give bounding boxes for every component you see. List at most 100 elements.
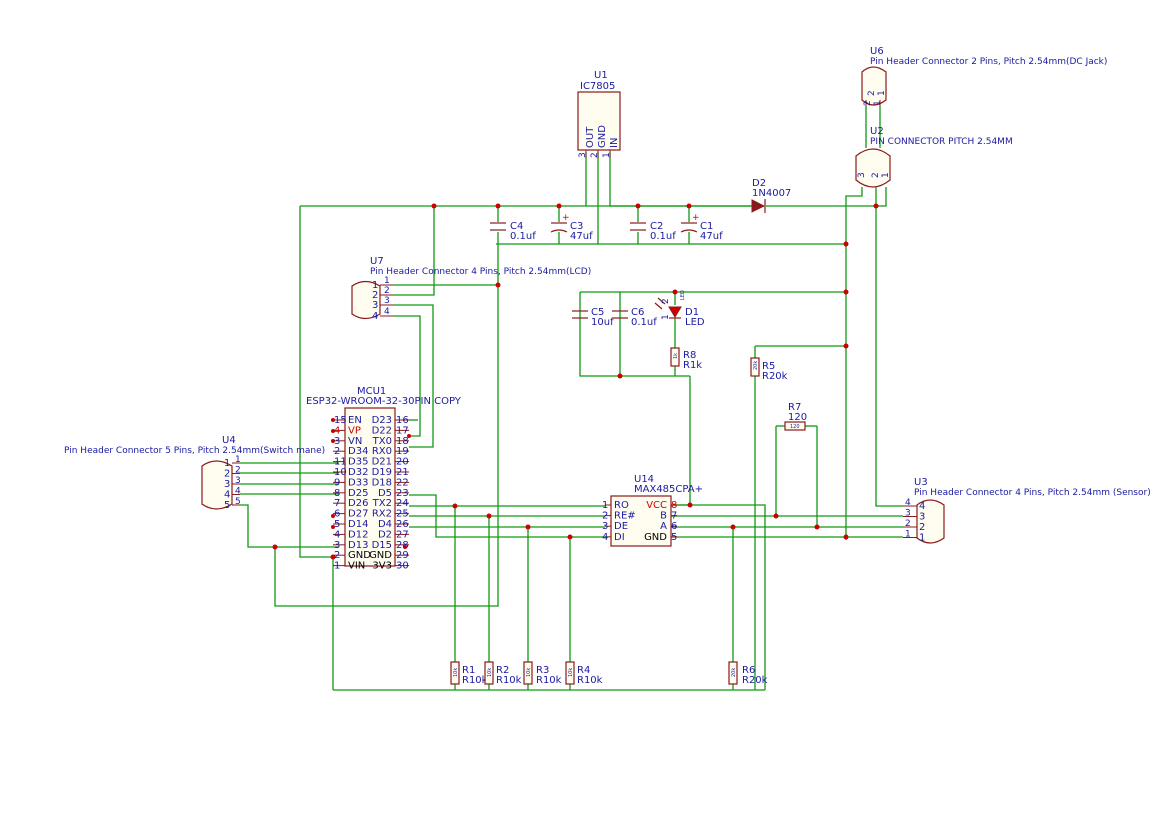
u14-left-pin-name: DE: [614, 521, 628, 532]
u14-left-pin-num: 4: [602, 532, 608, 543]
capacitor-c3[interactable]: + C3 47uf: [550, 213, 593, 242]
mcu-right-pin-name: D2: [378, 529, 392, 540]
u6-value: Pin Header Connector 2 Pins, Pitch 2.54m…: [870, 57, 1107, 67]
u6-pin1-num: 1: [873, 100, 883, 106]
u3-pin-num: 1: [905, 530, 911, 540]
u14-left-pin-name: RE#: [614, 511, 636, 522]
c1-value: 47uf: [700, 231, 723, 242]
resistor-r5[interactable]: 20k R5 R20k: [750, 357, 788, 382]
c5-value: 10uf: [591, 317, 614, 328]
mcu-right-pin-num: 22: [396, 477, 409, 488]
u1-pin-in: IN: [609, 138, 620, 148]
u3-pin-num: 3: [905, 509, 911, 519]
u4-pin-num: 2: [235, 466, 241, 476]
mcu-left-pin-num: 2: [334, 446, 340, 457]
mcu-left-pin-name: D13: [348, 540, 368, 551]
u14-left-pin-num: 1: [602, 500, 608, 511]
u4-value: Pin Header Connector 5 Pins, Pitch 2.54m…: [64, 446, 325, 456]
u7-pin-3-r: 3: [384, 296, 390, 306]
wires: [240, 106, 903, 691]
u3-pin-label: 3: [919, 512, 925, 523]
r4-body: 10k: [568, 668, 574, 677]
u2-pin2: 2: [871, 172, 881, 178]
r5-body: 20k: [753, 361, 759, 370]
mcu-right-pin-name: D19: [372, 467, 392, 478]
u1-pin-out: OUT: [585, 126, 596, 148]
mcu-right-pin-name: D21: [372, 457, 392, 468]
regulator-u1[interactable]: U1 IC7805 OUT GND IN 3 2 1: [577, 70, 621, 158]
mcu-left-pin-num: 11: [334, 457, 347, 468]
resistor-r8[interactable]: 1k R8 R1k: [670, 347, 702, 371]
u1-pin-gnd: GND: [597, 125, 608, 148]
u1-pin2-num: 2: [590, 152, 600, 158]
r2-body: 10k: [487, 668, 493, 677]
u6-pin2: 2: [867, 90, 877, 96]
u4-pin-label: 2: [224, 469, 230, 480]
u4-pin-label: 3: [224, 479, 230, 490]
resistor-r7[interactable]: 120 R7 120: [784, 402, 807, 431]
resistor-r4[interactable]: 10k R4 R10k: [565, 661, 603, 686]
r2-value: R10k: [496, 675, 522, 686]
mcu-right-pin-num: 23: [396, 488, 409, 499]
mcu-left-pin-name: VN: [348, 436, 362, 447]
connector-u7[interactable]: U7 Pin Header Connector 4 Pins, Pitch 2.…: [351, 256, 591, 322]
connector-u6[interactable]: U6 Pin Header Connector 2 Pins, Pitch 2.…: [861, 46, 1107, 106]
u7-pin-4-l: 4: [372, 311, 378, 322]
u7-pin-1-r: 1: [384, 276, 390, 286]
u4-pin-num: 5: [235, 497, 241, 507]
capacitor-c4[interactable]: C4 0.1uf: [490, 221, 536, 242]
mcu-left-pin-num: 1: [334, 561, 340, 572]
resistor-r1[interactable]: 10k R1 R10k: [450, 661, 488, 686]
connector-u3[interactable]: U3 Pin Header Connector 4 Pins, Pitch 2.…: [903, 477, 1151, 544]
resistor-r2[interactable]: 10k R2 R10k: [484, 661, 522, 686]
c2-value: 0.1uf: [650, 231, 676, 242]
mcu-left-pin-num: 7: [334, 498, 340, 509]
mcu-right-pin-num: 20: [396, 457, 409, 468]
mcu-right-pin-name: D15: [372, 540, 392, 551]
led-d1[interactable]: 1 2 LED D1 LED: [654, 290, 705, 328]
connector-u4[interactable]: U4 Pin Header Connector 5 Pins, Pitch 2.…: [64, 435, 325, 511]
mcu-left-pin-name: D33: [348, 477, 368, 488]
capacitor-c1[interactable]: + C1 47uf: [680, 213, 723, 242]
resistor-r6[interactable]: 20k R6 R20k: [728, 661, 768, 686]
u3-value: Pin Header Connector 4 Pins, Pitch 2.54m…: [914, 488, 1151, 498]
u4-pin-label: 1: [224, 458, 230, 469]
mcu-right-pin-num: 28: [396, 540, 409, 551]
u6-ref: U6: [870, 46, 884, 57]
resistor-r3[interactable]: 10k R3 R10k: [523, 661, 562, 686]
u3-pin-num: 2: [905, 519, 911, 529]
u4-pin-label: 5: [224, 500, 230, 511]
u1-pin1-num: 1: [602, 152, 612, 158]
r5-value: R20k: [762, 371, 788, 382]
diode-d2[interactable]: D2 1N4007: [751, 178, 791, 213]
mcu-left-pin-name: D25: [348, 488, 368, 499]
mcu-right-pin-name: GND: [369, 550, 392, 561]
r3-value: R10k: [536, 675, 562, 686]
capacitor-c5[interactable]: C5 10uf: [572, 307, 614, 328]
c1-ref: C1: [700, 221, 713, 232]
d2-ref: D2: [752, 178, 766, 189]
mcu-right-pin-num: 18: [396, 436, 409, 447]
r8-value: R1k: [683, 360, 702, 371]
capacitor-c6[interactable]: C6 0.1uf: [612, 307, 657, 328]
u7-pin-2-l: 2: [372, 290, 378, 301]
mcu-left-pin-num: 9: [334, 477, 340, 488]
u14-left-pin-name: DI: [614, 532, 625, 543]
mcu-left-pin-name: VIN: [348, 561, 365, 572]
r8-body: 1k: [673, 353, 679, 359]
mcu-left-pin-name: D14: [348, 519, 368, 530]
mcu-right-pin-num: 24: [396, 498, 409, 509]
capacitor-c2[interactable]: C2 0.1uf: [630, 221, 676, 242]
u14-left-pin-num: 2: [602, 511, 608, 522]
u3-pin-num: 4: [905, 498, 911, 508]
mcu-right-pin-name: D5: [378, 488, 392, 499]
u1-pin3-num: 3: [578, 152, 588, 158]
connector-u2[interactable]: U2 PIN CONNECTOR PITCH 2.54MM 3 2 1: [855, 126, 1013, 188]
u14-right-pin-num: 6: [671, 521, 677, 532]
